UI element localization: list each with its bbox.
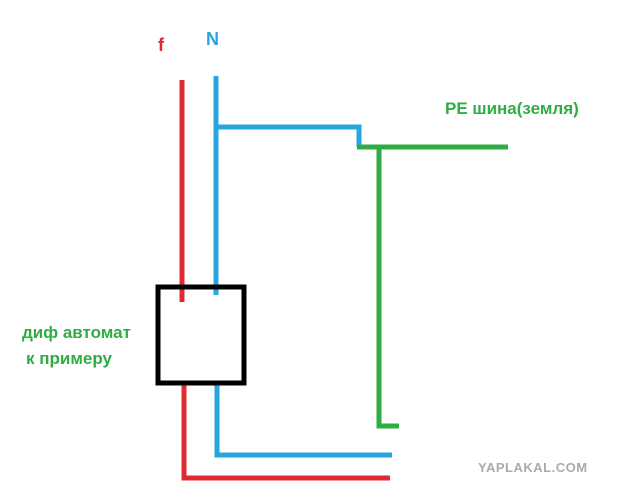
phase-label: f [158, 35, 164, 55]
neutral-to-pe-jumper [216, 124, 362, 147]
watermark: YAPLAKAL.COM [478, 460, 588, 475]
device-label-line1: диф автомат [22, 323, 131, 342]
device-label-line2: к примеру [26, 349, 112, 368]
device-label: диф автомат к примеру [22, 320, 131, 372]
pe-wire [376, 147, 399, 429]
pe-bus-label: PE шина(земля) [445, 99, 579, 118]
neutral-label: N [206, 29, 219, 49]
phase-wire-output [181, 383, 390, 481]
rcbo-device-box [155, 284, 247, 386]
neutral-wire-output [214, 383, 392, 458]
